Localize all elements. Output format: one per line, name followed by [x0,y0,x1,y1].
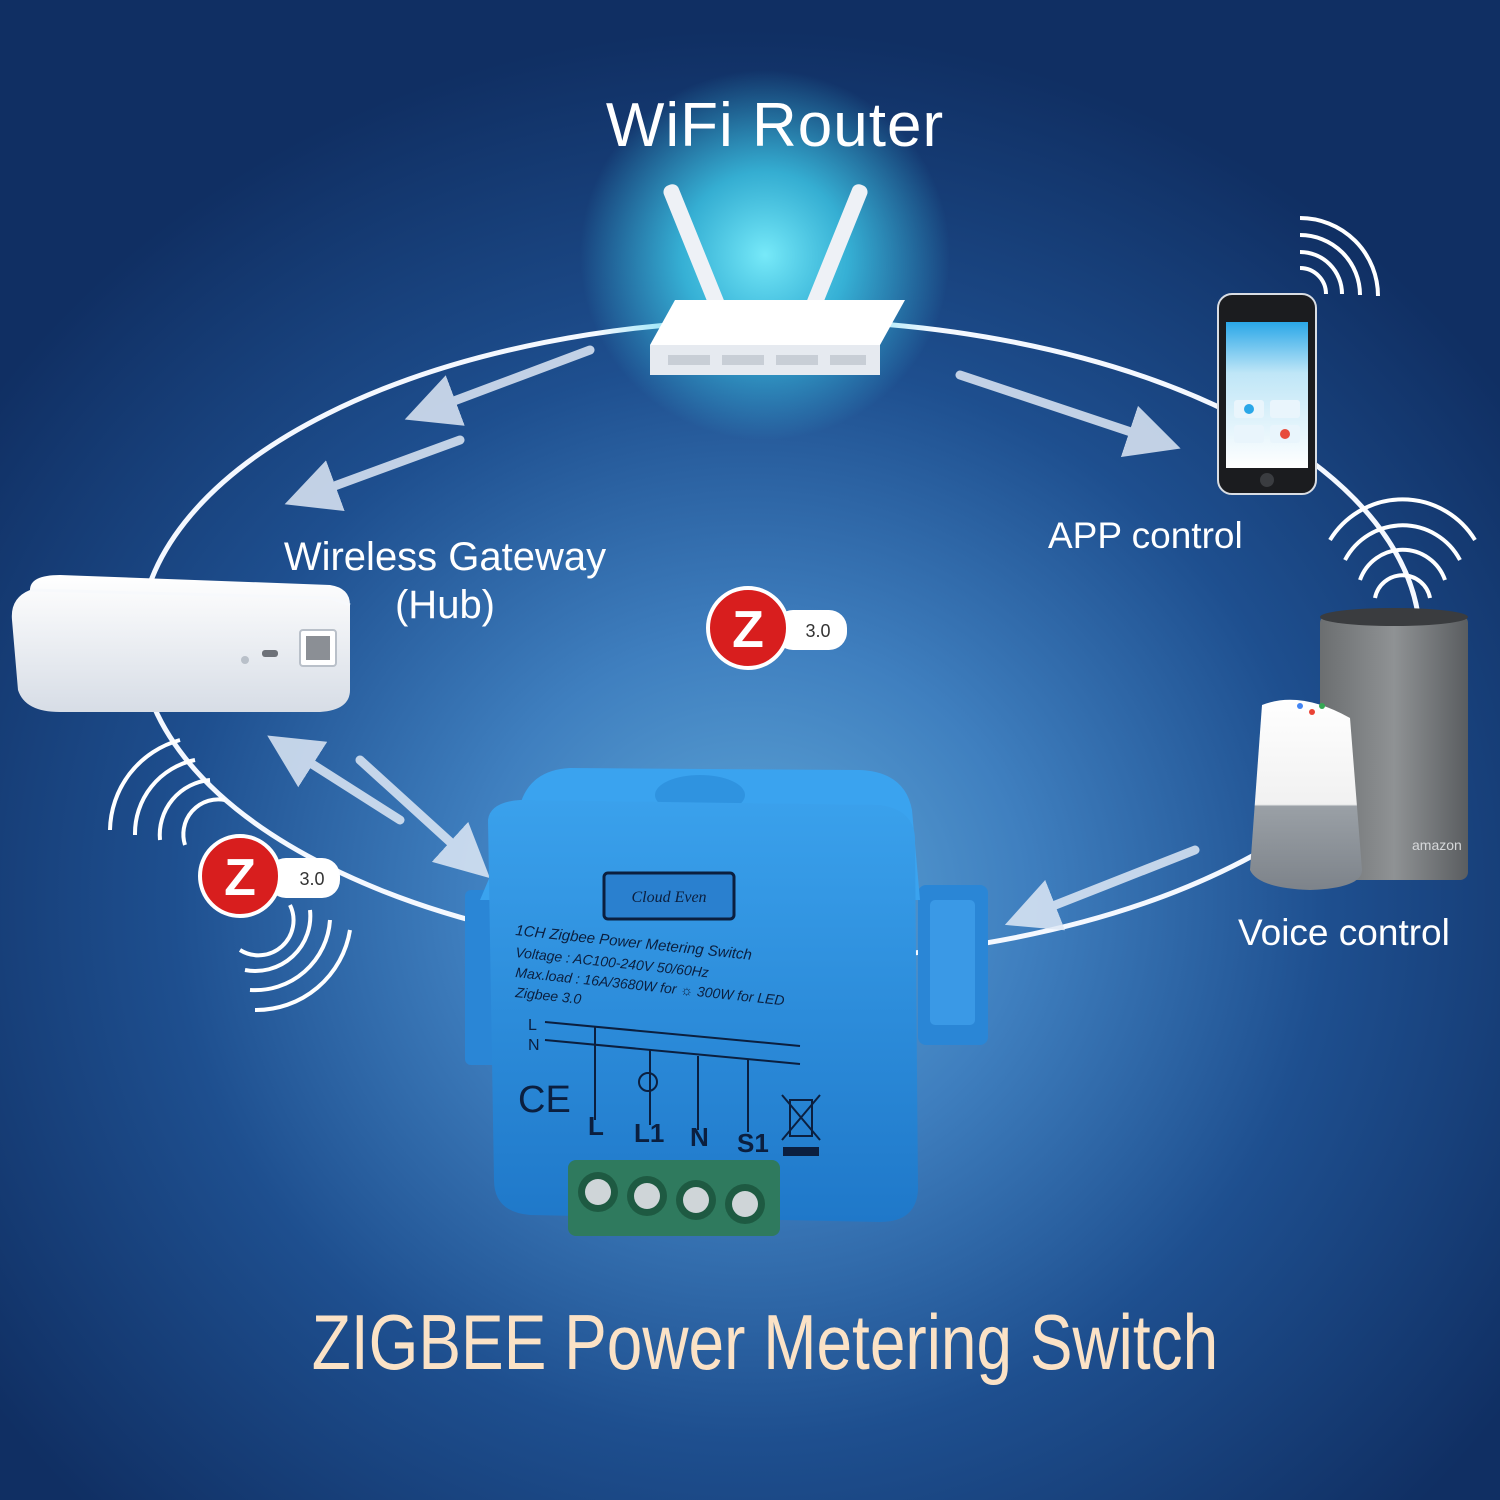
arrow-hub-to-router [284,435,465,512]
bus-label-n: N [528,1037,540,1054]
router-icon [650,184,905,375]
google-home-speaker-icon [1250,699,1362,890]
arrow-router-to-app [955,370,1181,458]
terminal-label-n: N [690,1122,709,1152]
wifi-waves-phone [1299,216,1380,297]
smartphone-icon [1217,293,1317,495]
terminal-label-l: L [588,1111,604,1141]
router-label: WiFi Router [605,91,945,160]
arrow-router-to-hub [404,345,595,426]
terminal-block [568,1160,780,1236]
gateway-label-line2: (Hub) [394,583,496,627]
wifi-waves-voice [1328,497,1477,599]
wifi-waves-hub-upper [108,738,226,846]
bus-label-l: L [528,1017,537,1034]
zigbee-badge-center: Z 3.0 [706,586,847,670]
zigbee-letter: Z [224,849,256,907]
speaker-brand-text: amazon [1412,837,1462,853]
gateway-label-line1: Wireless Gateway [283,535,607,579]
ce-mark: CE [518,1079,571,1121]
weee-bin-icon [781,1094,821,1156]
zigbee-badge-left: Z 3.0 [198,834,340,918]
gateway-label: Wireless Gateway (Hub) [170,533,720,629]
wifi-waves-hub-lower [238,904,352,1013]
switch-brand: Cloud Even [631,889,706,906]
zigbee-switch-module: Cloud Even 1CH Zigbee Power Metering Swi… [465,768,988,1236]
app-control-label: APP control [1048,515,1243,556]
zigbee-version: 3.0 [805,621,830,641]
product-title: ZIGBEE Power Metering Switch [311,1298,1219,1386]
arrow-switch-to-hub [267,735,405,825]
arrow-hub-to-switch [355,755,490,879]
terminal-label-s1: S1 [737,1128,769,1158]
spec-line-4: Zigbee 3.0 [514,984,583,1007]
terminal-screws [578,1172,765,1224]
zigbee-version: 3.0 [299,869,324,889]
voice-control-label: Voice control [1238,912,1450,953]
flow-arrows [267,345,1200,931]
zigbee-letter: Z [732,601,764,659]
arrow-voice-to-switch [1004,845,1200,931]
gateway-hub-icon [11,575,351,712]
terminal-label-l1: L1 [634,1118,664,1148]
